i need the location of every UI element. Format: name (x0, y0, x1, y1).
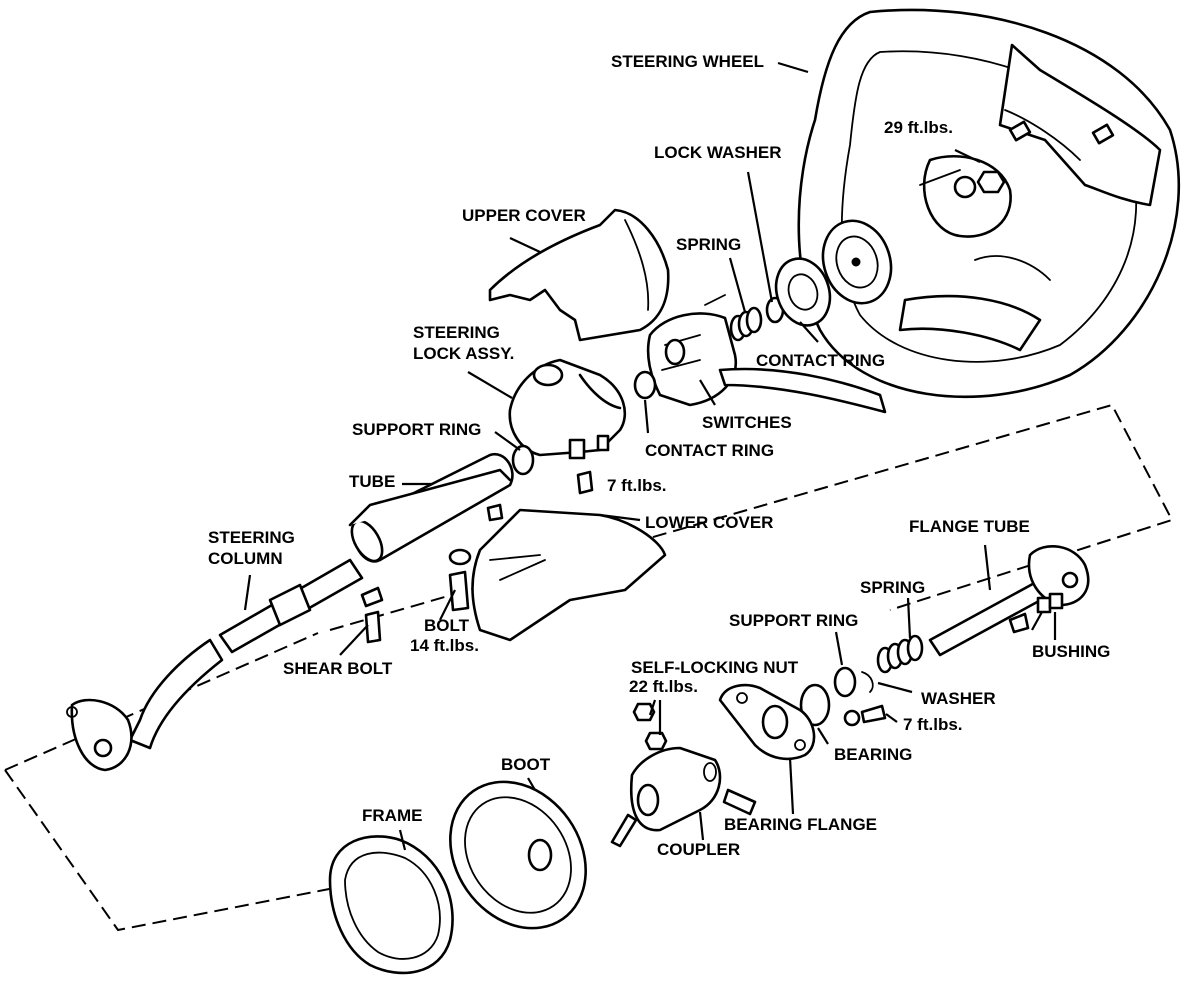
switches-part (646, 312, 887, 414)
label-frame: FRAME (362, 806, 423, 825)
spring-pin-part (704, 294, 726, 306)
label-spring-upper: SPRING (676, 235, 742, 254)
label-coupler: COUPLER (657, 840, 741, 859)
label-bearing-flange: BEARING FLANGE (724, 815, 877, 834)
upper-support-ring-part (511, 444, 535, 476)
label-flange-tube: FLANGE TUBE (909, 517, 1030, 536)
label-steering-wheel: STEERING WHEEL (611, 52, 765, 71)
label-steering-column-line2: COLUMN (208, 549, 283, 568)
label-tube: TUBE (349, 472, 396, 491)
label-boot: BOOT (501, 755, 551, 774)
bearing-flange-part (718, 683, 816, 761)
bushing-part (1008, 592, 1064, 634)
label-torque-lock-bolt: 7 ft.lbs. (607, 476, 667, 495)
coupler-part (610, 746, 757, 848)
lower-spring-part (876, 634, 924, 674)
lower-cover-part (471, 508, 667, 642)
frame-part (328, 835, 454, 975)
leader-lines (243, 61, 1057, 851)
label-steering-lock-line1: STEERING (413, 323, 500, 342)
washer-part (861, 671, 874, 693)
label-washer: WASHER (921, 689, 996, 708)
label-support-ring-lower: SUPPORT RING (729, 611, 859, 630)
label-contact-ring-lower: CONTACT RING (645, 441, 775, 460)
label-bolt: BOLT (424, 616, 470, 635)
lower-support-ring-part (833, 666, 857, 698)
boot-part (449, 780, 587, 930)
label-spring-lower: SPRING (860, 578, 926, 597)
label-support-ring-upper: SUPPORT RING (352, 420, 482, 439)
label-shear-bolt: SHEAR BOLT (283, 659, 393, 678)
label-upper-cover: UPPER COVER (462, 206, 586, 225)
lower-contact-ring-part (633, 370, 657, 400)
label-torque-washer-bolt: 7 ft.lbs. (903, 715, 963, 734)
upper-spring-part (729, 306, 763, 342)
steering-lock-assembly-part (508, 358, 627, 460)
tube-part (348, 452, 514, 563)
washer-bolt-part (843, 704, 887, 727)
self-locking-nut-part (632, 702, 668, 751)
steering-wheel-drawing (797, 8, 1180, 399)
label-torque-wheel-nut: 29 ft.lbs. (884, 118, 953, 137)
label-torque-bolt: 14 ft.lbs. (410, 636, 479, 655)
label-steering-lock-line2: LOCK ASSY. (413, 344, 515, 363)
upper-contact-ring-part (774, 257, 832, 327)
label-bushing: BUSHING (1032, 642, 1111, 661)
label-lower-cover: LOWER COVER (645, 513, 774, 532)
label-torque-self-locking-nut: 22 ft.lbs. (629, 677, 698, 696)
steering-column-shaft-part (66, 558, 364, 772)
label-steering-column-line1: STEERING (208, 528, 295, 547)
flange-tube-part (928, 545, 1090, 657)
label-bearing: BEARING (834, 745, 913, 764)
bearing-part (799, 683, 831, 727)
label-contact-ring-upper: CONTACT RING (756, 351, 886, 370)
upper-cover-part (488, 208, 670, 342)
bolt-part (448, 548, 472, 612)
label-switches: SWITCHES (702, 413, 792, 432)
label-lock-washer: LOCK WASHER (654, 143, 782, 162)
label-self-locking-nut: SELF-LOCKING NUT (631, 658, 799, 677)
lock-bolt-part (576, 470, 594, 495)
shear-bolt-part (360, 586, 384, 644)
